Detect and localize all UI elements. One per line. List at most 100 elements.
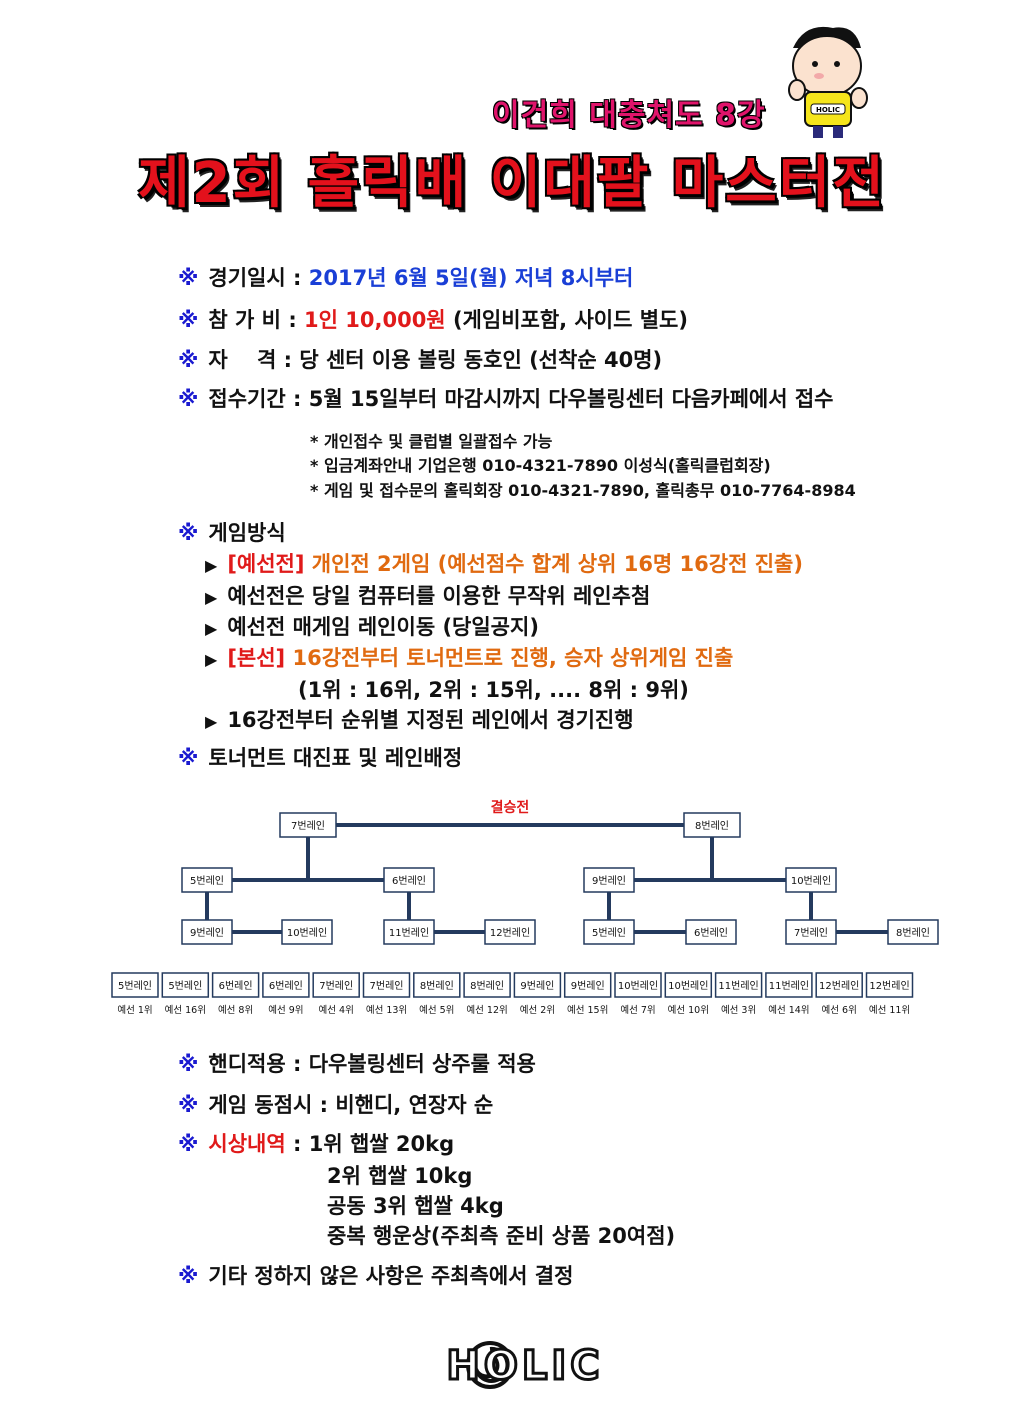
rule-handicap: ※ 핸디적용 : 다우볼링센터 상주룰 적용 bbox=[178, 1048, 536, 1078]
date-value: 2017년 6월 5일(월) 저녁 8시부터 bbox=[308, 266, 634, 290]
qual-value: 당 센터 이용 볼링 동호인 (선착순 40명) bbox=[299, 348, 663, 372]
note-account: * 입금계좌안내 기업은행 010-4321-7890 이성식(홀릭클럽회장) bbox=[310, 456, 771, 475]
quarter-lane-2: 10번레인 bbox=[287, 927, 327, 939]
fee-note: (게임비포함, 사이드 별도) bbox=[452, 308, 688, 332]
r16-lane-4: 6번레인 bbox=[269, 980, 303, 992]
method-item-final: ▶ [본선] 16강전부터 토너먼트로 진행, 승자 상위게임 진출 bbox=[205, 642, 733, 672]
r16-lane-6: 7번레인 bbox=[370, 980, 404, 992]
r16-lane-11: 10번레인 bbox=[618, 980, 658, 992]
r16-lane-15-box bbox=[815, 972, 863, 998]
reference-mark: ※ bbox=[178, 308, 199, 332]
r16-lane-1-box bbox=[111, 972, 159, 998]
quarter-lane-8-box bbox=[887, 919, 939, 945]
final-lane-1-box bbox=[279, 812, 337, 838]
reference-mark: ※ bbox=[178, 1052, 199, 1076]
period-label: 접수기간 : bbox=[208, 387, 302, 411]
method-item-draw: ▶예선전은 당일 컴퓨터를 이용한 무작위 레인추첨 bbox=[205, 580, 650, 610]
seed-label-13: 예선 3위 bbox=[721, 1004, 756, 1016]
r16-lane-11-box bbox=[614, 972, 662, 998]
final-text: 16강전부터 토너먼트로 진행, 승자 상위게임 진출 bbox=[292, 646, 734, 670]
r16-lane-5: 7번레인 bbox=[319, 980, 353, 992]
prelim-tag: [예선전] bbox=[227, 552, 305, 576]
triangle-icon: ▶ bbox=[205, 556, 218, 575]
seed-label-4: 예선 9위 bbox=[268, 1004, 303, 1016]
period-value: 5월 15일부터 마감시까지 다우볼링센터 다음카페에서 접수 bbox=[308, 387, 834, 411]
r16-lane-6-box bbox=[362, 972, 411, 998]
r16-lane-9: 9번레인 bbox=[520, 980, 554, 992]
quarter-lane-7: 7번레인 bbox=[794, 927, 828, 939]
move-text: 예선전 매게임 레인이동 (당일공지) bbox=[227, 615, 539, 639]
holic-logo: HOLIC bbox=[420, 1335, 630, 1395]
seed-label-11: 예선 7위 bbox=[620, 1004, 655, 1016]
reference-mark: ※ bbox=[178, 387, 199, 411]
method-heading: ※게임방식 bbox=[178, 517, 286, 547]
reference-mark: ※ bbox=[178, 348, 199, 372]
info-fee: ※참 가 비 : 1인 10,000원 (게임비포함, 사이드 별도) bbox=[178, 304, 688, 334]
r16-lane-3: 6번레인 bbox=[219, 980, 253, 992]
info-qualification: ※자 격 : 당 센터 이용 볼링 동호인 (선착순 40명) bbox=[178, 344, 662, 374]
final-lane-2-box bbox=[683, 812, 741, 838]
prelim-text: 개인전 2게임 (예선점수 합계 상위 16명 16강전 진출) bbox=[311, 552, 803, 576]
seed-label-16: 예선 11위 bbox=[869, 1004, 910, 1016]
quarter-lane-4: 12번레인 bbox=[490, 927, 530, 939]
r16-lane-12-box bbox=[664, 972, 713, 998]
date-label: 경기일시 : bbox=[208, 266, 302, 290]
r16-lane-1: 5번레인 bbox=[118, 980, 152, 992]
prize-lucky: 중복 행운상(주최측 준비 상품 20여점) bbox=[327, 1224, 676, 1248]
quarter-lane-1-box bbox=[181, 919, 233, 945]
seed-label-5: 예선 4위 bbox=[319, 1004, 354, 1016]
tie-text: 게임 동점시 : 비핸디, 연장자 순 bbox=[208, 1093, 494, 1117]
semi-lane-1: 5번레인 bbox=[190, 875, 224, 887]
r16-lane-4-box bbox=[262, 972, 310, 998]
seed-label-3: 예선 8위 bbox=[218, 1004, 253, 1016]
semi-lane-4: 10번레인 bbox=[791, 875, 831, 887]
reference-mark: ※ bbox=[178, 1093, 199, 1117]
seed-label-8: 예선 12위 bbox=[466, 1004, 507, 1016]
handicap-text: 핸디적용 : 다우볼링센터 상주룰 적용 bbox=[208, 1052, 536, 1076]
rule-tie: ※ 게임 동점시 : 비핸디, 연장자 순 bbox=[178, 1089, 493, 1119]
quarter-lane-4-box bbox=[484, 919, 536, 945]
r16-lane-16: 12번레인 bbox=[869, 980, 909, 992]
quarter-lane-6-box bbox=[685, 919, 737, 945]
prize-label: 시상내역 bbox=[208, 1132, 286, 1156]
prize-colon: : bbox=[285, 1132, 309, 1156]
quarter-lane-3-box bbox=[383, 919, 435, 945]
bracket-heading-text: 토너먼트 대진표 및 레인배정 bbox=[208, 746, 463, 770]
mascot-badge: HOLIC bbox=[816, 106, 840, 114]
r16-lane-8: 8번레인 bbox=[470, 980, 504, 992]
r16-lane-5-box bbox=[312, 972, 360, 998]
event-title: 제2회 홀릭배 이대팔 마스터전 bbox=[138, 151, 886, 216]
seed-label-7: 예선 5위 bbox=[419, 1004, 454, 1016]
reference-mark: ※ bbox=[178, 1132, 199, 1156]
reference-mark: ※ bbox=[178, 746, 199, 770]
final-tag: [본선] bbox=[227, 646, 286, 670]
final-round-label: 결승전 bbox=[491, 799, 530, 816]
method-item-prelim: ▶ [예선전] 개인전 2게임 (예선점수 합계 상위 16명 16강전 진출) bbox=[205, 548, 803, 578]
triangle-icon: ▶ bbox=[205, 588, 218, 607]
info-date: ※경기일시 : 2017년 6월 5일(월) 저녁 8시부터 bbox=[178, 262, 633, 292]
r16-lane-16-box bbox=[865, 972, 914, 998]
prize-2: 2위 햅쌀 10kg bbox=[327, 1164, 473, 1188]
quarter-lane-7-box bbox=[785, 919, 837, 945]
quarter-lane-1: 9번레인 bbox=[190, 927, 224, 939]
quarter-lane-2-box bbox=[281, 919, 333, 945]
final-pairs: (1위 : 16위, 2위 : 15위, .... 8위 : 9위) bbox=[298, 678, 689, 702]
method-item-lanes: ▶16강전부터 순위별 지정된 레인에서 경기진행 bbox=[205, 704, 634, 734]
r16-lane-10-box bbox=[563, 972, 612, 998]
r16-lane-14-box bbox=[765, 972, 813, 998]
semi-lane-3: 9번레인 bbox=[592, 875, 626, 887]
r16-lane-13-box bbox=[714, 972, 763, 998]
semi-lane-2-box bbox=[383, 867, 435, 893]
tournament-bracket: 7번레인 8번레인 5번레인 6번레인 9번레인 10번레인 9번레인 10번레인 11번레인 1… bbox=[111, 799, 939, 1016]
method-item-move: ▶예선전 매게임 레인이동 (당일공지) bbox=[205, 611, 539, 641]
quarter-lane-8: 8번레인 bbox=[896, 927, 930, 939]
triangle-icon: ▶ bbox=[205, 650, 218, 669]
quarter-lane-5-box bbox=[583, 919, 635, 945]
seed-label-12: 예선 10위 bbox=[668, 1004, 709, 1016]
note-registration: * 개인접수 및 클럽별 일괄접수 가능 bbox=[310, 432, 553, 451]
seed-label-9: 예선 2위 bbox=[520, 1004, 555, 1016]
quarter-lane-3: 11번레인 bbox=[389, 927, 429, 939]
r16-lane-2-box bbox=[161, 972, 210, 998]
final-lane-1: 7번레인 bbox=[291, 820, 325, 832]
semi-lane-4-box bbox=[785, 867, 837, 893]
